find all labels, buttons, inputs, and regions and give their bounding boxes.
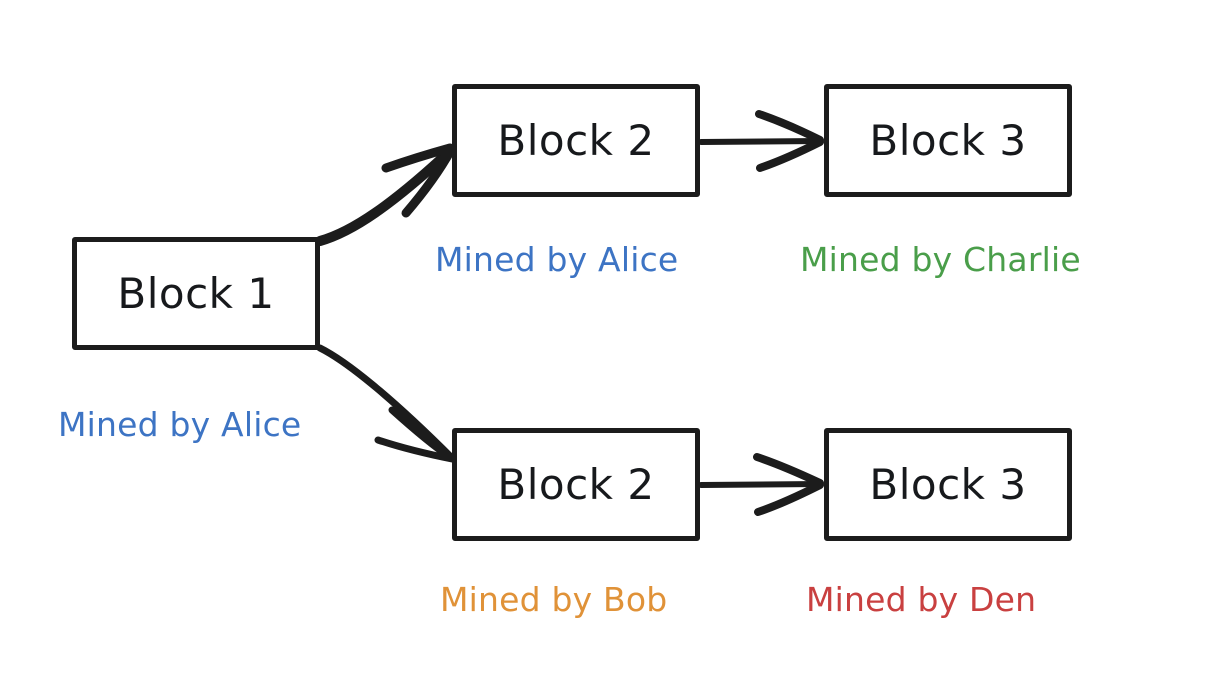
block-node-block3-bottom[interactable]: Block 3 bbox=[824, 428, 1072, 541]
block-label: Block 1 bbox=[117, 268, 275, 318]
arrow-top-chain-icon bbox=[698, 110, 824, 172]
miner-label-block2-top: Mined by Alice bbox=[435, 240, 679, 279]
block-label: Block 3 bbox=[869, 115, 1027, 165]
block-node-block2-top[interactable]: Block 2 bbox=[452, 84, 700, 197]
arrow-fork-up-icon bbox=[315, 143, 457, 246]
arrow-bottom-chain-icon bbox=[698, 453, 824, 516]
block-node-block3-top[interactable]: Block 3 bbox=[824, 84, 1072, 197]
arrow-fork-down-icon bbox=[316, 344, 456, 463]
block-node-block1[interactable]: Block 1 bbox=[72, 237, 320, 350]
miner-label-block1: Mined by Alice bbox=[58, 405, 302, 444]
miner-label-block3-top: Mined by Charlie bbox=[800, 240, 1081, 279]
miner-label-block2-bottom: Mined by Bob bbox=[440, 580, 668, 619]
miner-label-block3-bottom: Mined by Den bbox=[806, 580, 1037, 619]
block-label: Block 3 bbox=[869, 459, 1027, 509]
block-label: Block 2 bbox=[497, 115, 655, 165]
block-node-block2-bottom[interactable]: Block 2 bbox=[452, 428, 700, 541]
block-label: Block 2 bbox=[497, 459, 655, 509]
